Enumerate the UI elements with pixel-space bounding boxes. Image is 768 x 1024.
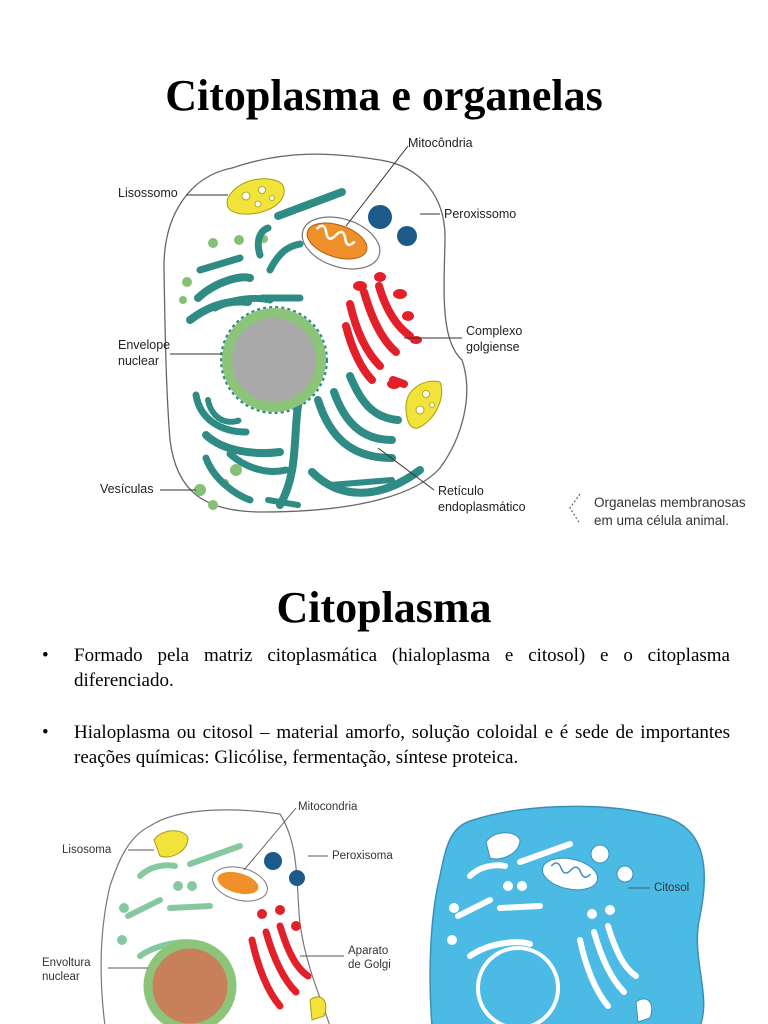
golgi-complex — [342, 282, 414, 388]
label-line: nuclear — [42, 971, 80, 984]
label-mitocondria: Mitocôndria — [408, 136, 473, 150]
mitochondrion — [301, 216, 381, 270]
bullet-text: Formado pela matriz citoplasmática (hial… — [74, 645, 730, 691]
label-line: Envoltura — [42, 957, 91, 969]
caption-line: em uma célula animal. — [594, 512, 730, 528]
animal-cell-diagram — [160, 145, 581, 525]
lysosome — [405, 380, 443, 429]
colored-cell — [100, 809, 330, 1024]
label-line: endoplasmático — [438, 499, 526, 514]
label-vesiculas: Vesículas — [100, 482, 154, 496]
label-peroxissomo: Peroxissomo — [444, 207, 517, 221]
cytosol-cell — [429, 805, 706, 1024]
label-line: Aparato — [348, 945, 389, 957]
label-lisosoma: Lisosoma — [62, 844, 112, 856]
label-line: Complexo — [466, 324, 523, 338]
caption-line: Organelas membranosas — [594, 495, 746, 510]
cell-comparison-diagram — [100, 805, 706, 1024]
bullet-dot-icon: • — [42, 645, 49, 666]
peroxisome — [368, 205, 392, 229]
slide-title: Citoplasma — [276, 583, 492, 632]
label-mitocondria: Mitocondria — [298, 801, 358, 813]
label-line: de Golgi — [348, 959, 391, 972]
label-peroxisoma: Peroxisoma — [332, 850, 393, 862]
label-aparato-de-golgi: Aparato de Golgi — [348, 944, 391, 973]
caption-brace — [569, 493, 581, 525]
slide-cytoplasm: Citoplasma • Formado pela matriz citoplas… — [0, 556, 768, 1024]
label-line: golgiense — [466, 339, 520, 354]
bullet-item: • Hialoplasma ou citosol – material amorf… — [40, 721, 730, 770]
label-envoltura-nuclear: Envoltura nuclear — [42, 956, 91, 985]
bullet-item: • Formado pela matriz citoplasmática (hia… — [40, 644, 730, 693]
label-envelope-nuclear: Envelope nuclear — [118, 338, 170, 369]
label-line: Retículo — [438, 484, 484, 498]
bullet-list: • Formado pela matriz citoplasmática (hia… — [40, 644, 730, 799]
bullet-text: Hialoplasma ou citosol – material amorfo… — [74, 722, 730, 769]
lysosome — [226, 178, 285, 215]
slide-organelles: Citoplasma e organelas — [100, 71, 746, 529]
slide-title: Citoplasma e organelas — [165, 71, 603, 120]
label-lisossomo: Lisossomo — [118, 186, 178, 200]
figure-caption: Organelas membranosas em uma célula anim… — [594, 494, 746, 529]
label-line: Envelope — [118, 338, 171, 352]
leader-lines — [108, 807, 650, 969]
nuclear-envelope — [220, 306, 328, 414]
label-line: nuclear — [118, 353, 159, 368]
golgi-vesicles — [353, 272, 422, 389]
bullet-dot-icon: • — [42, 722, 49, 744]
leader-lines — [160, 145, 462, 491]
label-citosol: Citosol — [654, 882, 690, 894]
label-complexo-golgiense: Complexo golgiense — [466, 324, 522, 355]
label-reticulo-endoplasmatico: Retículo endoplasmático — [438, 484, 526, 515]
peroxisome — [397, 226, 417, 246]
